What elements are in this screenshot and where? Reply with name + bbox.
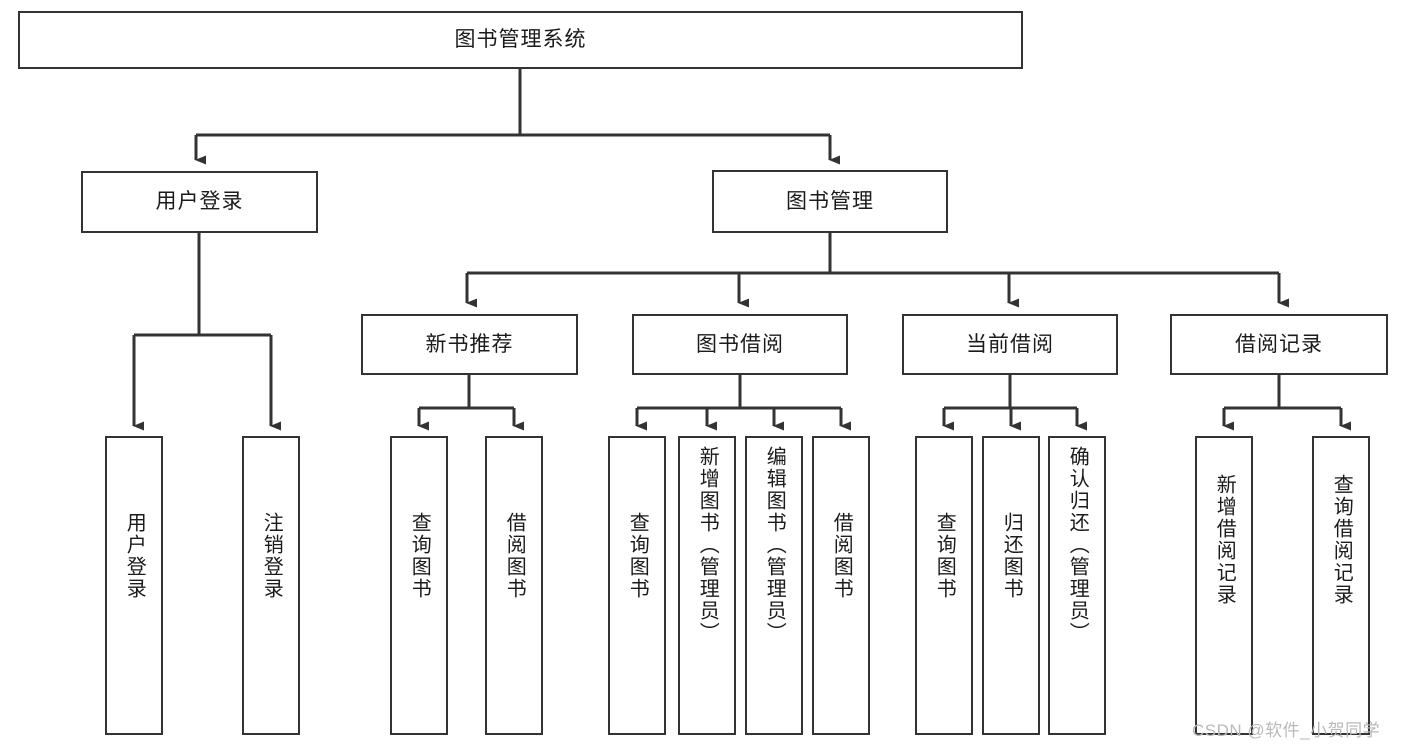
node-leaf-user-logout[interactable]: 注销登录	[242, 436, 300, 735]
node-leaf-borrow-book-1[interactable]: 借阅图书	[485, 436, 543, 735]
node-leaf-query-book-3[interactable]: 查询图书	[915, 436, 973, 735]
node-leaf-confirm-return-label: 确认归还（管理员）	[1066, 446, 1089, 644]
node-leaf-add-book[interactable]: 新增图书（管理员）	[678, 436, 736, 735]
node-borrow-record-label: 借阅记录	[1235, 332, 1323, 356]
node-leaf-query-book-1[interactable]: 查询图书	[390, 436, 448, 735]
connectors-book-manage-to-level3	[465, 233, 1289, 308]
node-book-borrow-label: 图书借阅	[696, 332, 784, 356]
node-leaf-return-book[interactable]: 归还图书	[982, 436, 1040, 735]
node-leaf-query-borrow-record-label: 查询借阅记录	[1330, 474, 1353, 606]
node-root[interactable]: 图书管理系统	[18, 11, 1023, 69]
node-current-borrow[interactable]: 当前借阅	[902, 314, 1118, 375]
watermark-text: CSDN @软件_小贺同学	[1192, 721, 1381, 740]
node-leaf-add-borrow-record-label: 新增借阅记录	[1213, 474, 1236, 606]
node-book-borrow[interactable]: 图书借阅	[632, 314, 848, 375]
node-leaf-borrow-book-2-label: 借阅图书	[830, 512, 853, 600]
node-leaf-add-book-label: 新增图书（管理员）	[696, 446, 719, 644]
node-book-manage-label: 图书管理	[786, 189, 874, 213]
connectors-borrow-record-to-leaves	[1222, 375, 1351, 431]
connectors-root-to-level2	[194, 69, 840, 165]
node-leaf-return-book-label: 归还图书	[1000, 512, 1023, 600]
node-leaf-query-book-2-label: 查询图书	[626, 512, 649, 600]
node-book-manage[interactable]: 图书管理	[712, 170, 948, 233]
node-leaf-user-logout-label: 注销登录	[260, 512, 283, 600]
node-leaf-query-book-2[interactable]: 查询图书	[608, 436, 666, 735]
connectors-book-borrow-to-leaves	[635, 375, 851, 431]
node-leaf-edit-book-label: 编辑图书（管理员）	[763, 446, 786, 644]
node-user-login-label: 用户登录	[155, 190, 244, 214]
node-leaf-user-login[interactable]: 用户登录	[105, 436, 163, 735]
node-leaf-borrow-book-1-label: 借阅图书	[503, 512, 526, 600]
node-leaf-confirm-return[interactable]: 确认归还（管理员）	[1048, 436, 1106, 735]
node-leaf-query-book-1-label: 查询图书	[408, 512, 431, 600]
node-leaf-query-book-3-label: 查询图书	[933, 512, 956, 600]
node-leaf-user-login-label: 用户登录	[123, 512, 146, 600]
node-new-book-recommend[interactable]: 新书推荐	[361, 314, 578, 375]
node-current-borrow-label: 当前借阅	[966, 332, 1054, 356]
node-new-book-recommend-label: 新书推荐	[425, 332, 514, 356]
connectors-user-login-to-leaves	[132, 233, 281, 431]
node-leaf-borrow-book-2[interactable]: 借阅图书	[812, 436, 870, 735]
node-user-login[interactable]: 用户登录	[81, 171, 318, 233]
node-borrow-record[interactable]: 借阅记录	[1170, 314, 1388, 375]
connectors-new-book-recommend-to-leaves	[417, 375, 524, 431]
connectors-current-borrow-to-leaves	[942, 375, 1087, 431]
node-root-label: 图书管理系统	[454, 28, 587, 52]
node-leaf-query-borrow-record[interactable]: 查询借阅记录	[1312, 436, 1370, 735]
node-leaf-edit-book[interactable]: 编辑图书（管理员）	[745, 436, 803, 735]
node-leaf-add-borrow-record[interactable]: 新增借阅记录	[1195, 436, 1253, 735]
